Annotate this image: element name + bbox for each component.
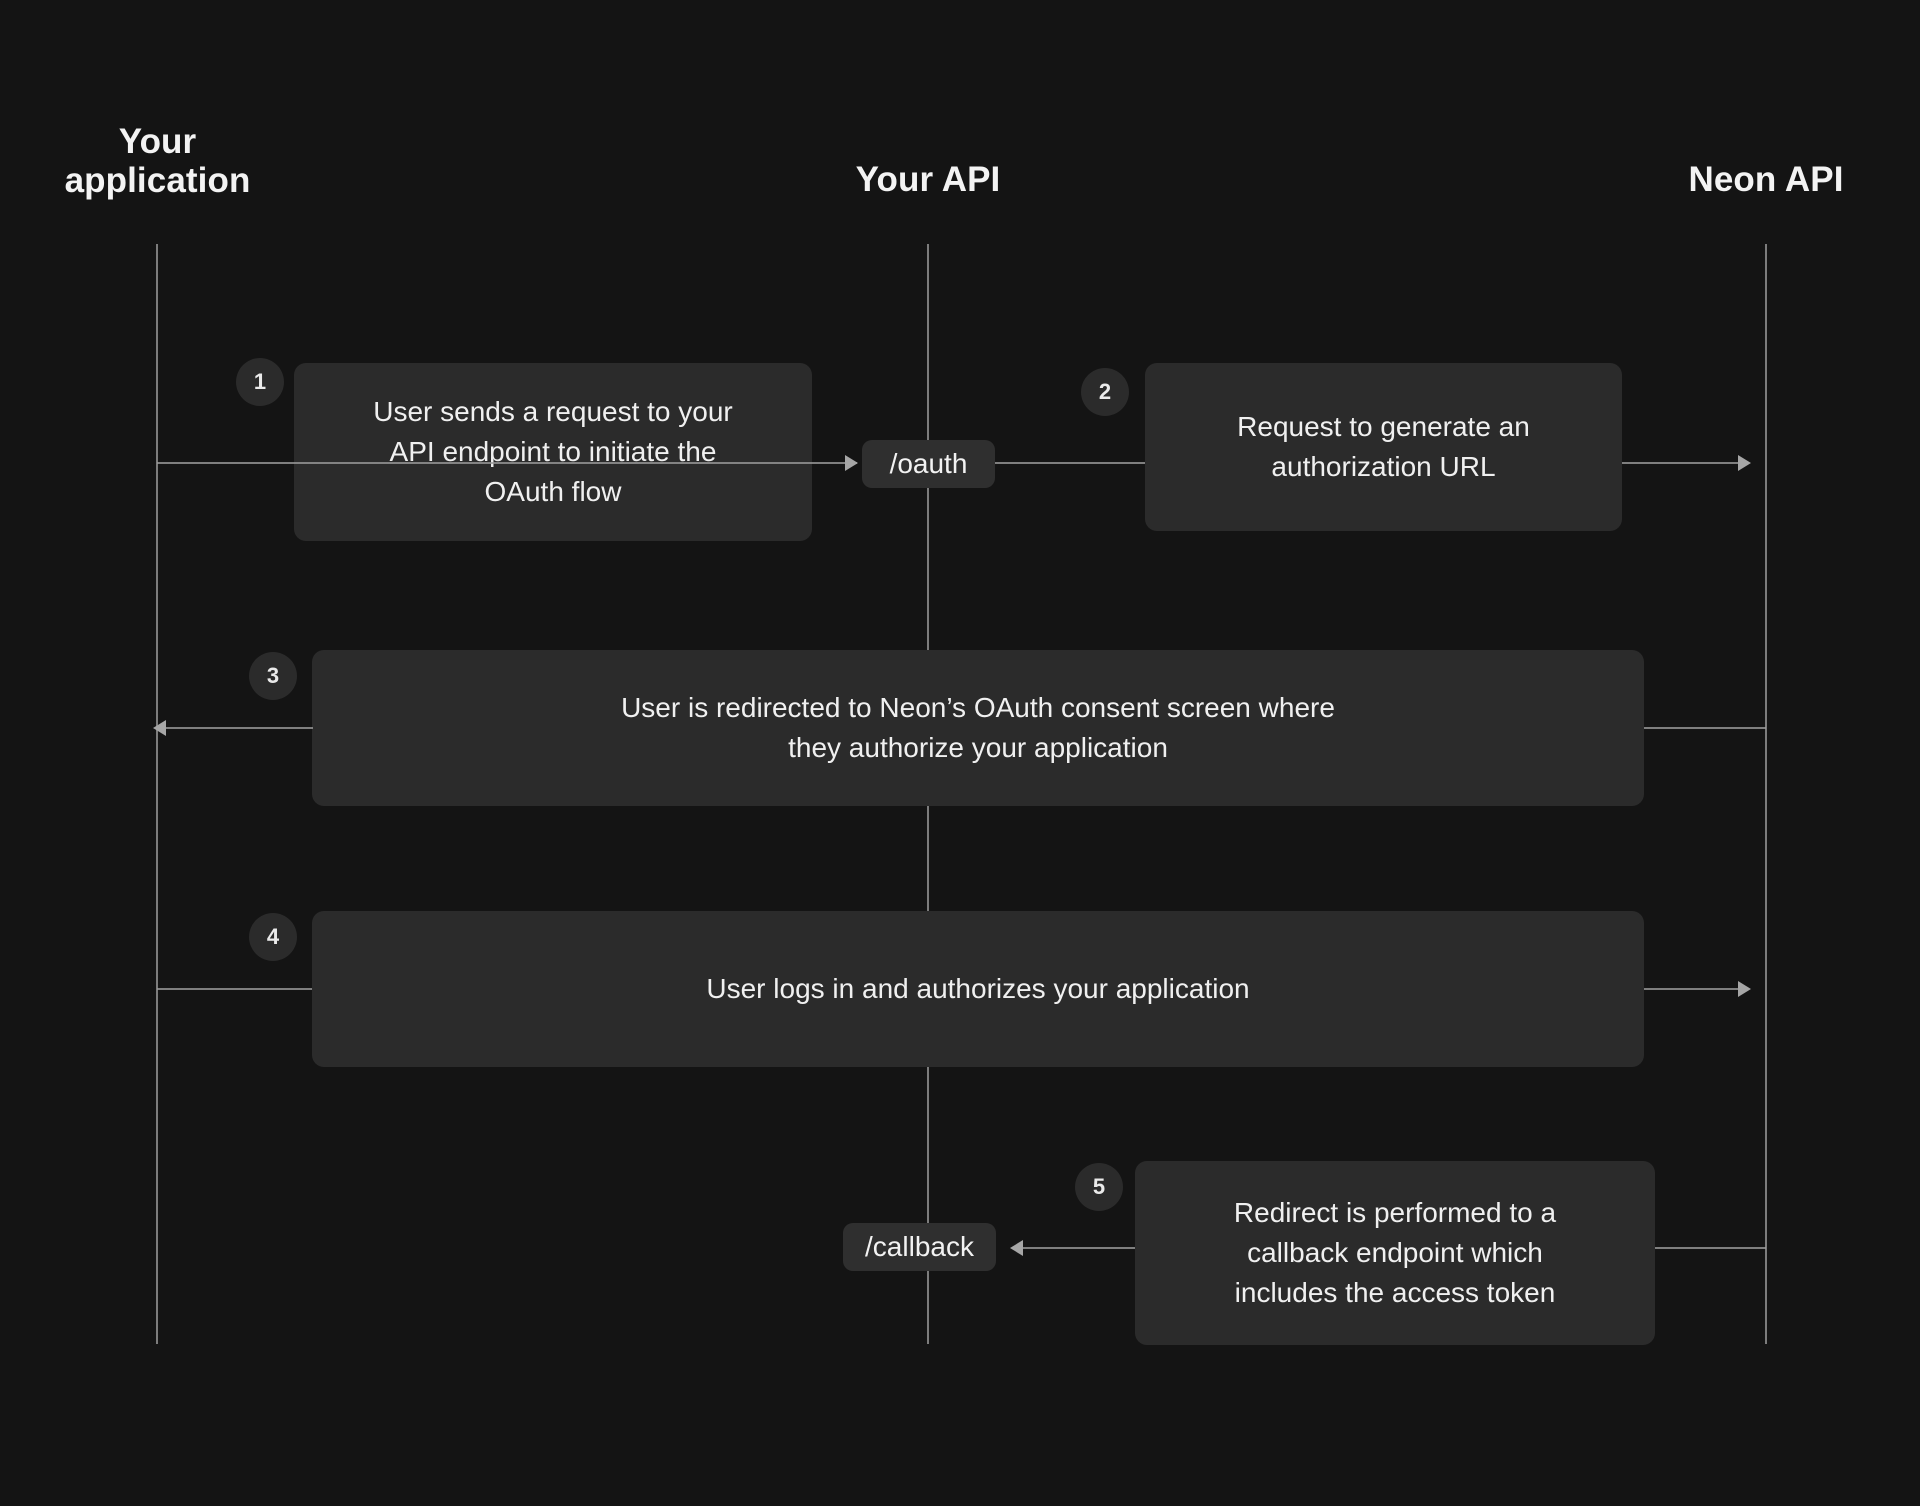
- arrow-step-3: [153, 720, 166, 736]
- step-box-1: User sends a request to your API endpoin…: [294, 363, 812, 541]
- step-box-5: Redirect is performed to a callback endp…: [1135, 1161, 1655, 1345]
- connector-step-2-in: [995, 462, 1145, 464]
- lifeline-neon-api: [1765, 244, 1767, 1344]
- lane-title-your-api: Your API: [855, 160, 1001, 199]
- connector-step-3-right: [1644, 727, 1766, 729]
- step-text-4: User logs in and authorizes your applica…: [706, 973, 1250, 1005]
- arrow-step-2: [1738, 455, 1751, 471]
- step-box-4: User logs in and authorizes your applica…: [312, 911, 1644, 1067]
- callback-endpoint-pill[interactable]: /callback: [843, 1223, 996, 1271]
- step-text-1: User sends a request to your API endpoin…: [373, 396, 733, 507]
- lane-title-neon-api: Neon API: [1688, 160, 1844, 199]
- connector-step-5-left: [1020, 1247, 1135, 1249]
- connector-step-4-right: [1644, 988, 1747, 990]
- step-badge-3: 3: [249, 652, 297, 700]
- lane-title-your-application: Your application: [64, 122, 251, 201]
- step-box-2: Request to generate an authorization URL: [1145, 363, 1622, 531]
- step-text-3: User is redirected to Neon’s OAuth conse…: [621, 692, 1335, 763]
- step-text-2: Request to generate an authorization URL: [1237, 411, 1530, 482]
- connector-step-2-out: [1622, 462, 1747, 464]
- step-badge-1: 1: [236, 358, 284, 406]
- arrow-step-4: [1738, 981, 1751, 997]
- step-box-3: User is redirected to Neon’s OAuth conse…: [312, 650, 1644, 806]
- step-badge-4: 4: [249, 913, 297, 961]
- step-badge-2: 2: [1081, 368, 1129, 416]
- step-text-5: Redirect is performed to a callback endp…: [1233, 1197, 1557, 1308]
- oauth-endpoint-pill[interactable]: /oauth: [862, 440, 995, 488]
- arrow-step-1: [845, 455, 858, 471]
- connector-step-1-in: [157, 462, 857, 464]
- connector-step-3-left: [163, 727, 313, 729]
- connector-step-4-left: [157, 988, 312, 990]
- arrow-step-5: [1010, 1240, 1023, 1256]
- connector-step-5-right: [1655, 1247, 1766, 1249]
- step-badge-5: 5: [1075, 1163, 1123, 1211]
- lifeline-your-application: [156, 244, 158, 1344]
